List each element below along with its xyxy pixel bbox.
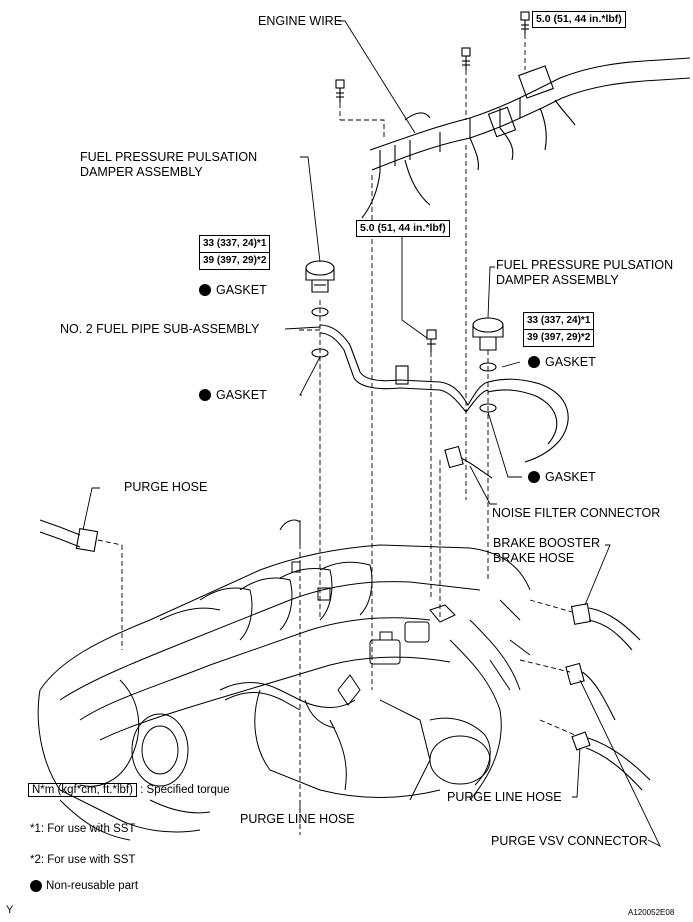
noise-filter-connector-label: NOISE FILTER CONNECTOR [492, 506, 661, 520]
bolt-icon [461, 47, 471, 70]
torque-box-top-right: 5.0 (51, 44 in.*lbf) [532, 11, 626, 28]
purge-line-hose-label-right: PURGE LINE HOSE [447, 790, 562, 804]
brake-booster-hose-part [570, 603, 641, 651]
non-reusable-dot-icon [528, 356, 540, 368]
purge-line-hose-label-bottom: PURGE LINE HOSE [240, 812, 355, 826]
gasket-label: GASKET [216, 283, 267, 297]
fuel-pressure-damper-left [305, 260, 335, 293]
non-reusable-dot-icon [30, 880, 42, 892]
torque-value-sst1: 33 (337, 24)*1 [527, 315, 591, 326]
purge-hose-part [39, 519, 99, 553]
fuel-pressure-damper-right [472, 317, 504, 351]
non-reusable-dot-icon [528, 471, 540, 483]
purge-vsv-connector-part [565, 662, 616, 721]
bolt-icon [426, 329, 437, 352]
torque-box-middle: 5.0 (51, 44 in.*lbf) [356, 220, 450, 237]
fuel-damper-right-label-line2: DAMPER ASSEMBLY [496, 273, 619, 287]
torque-value-sst2: 39 (397, 29)*2 [524, 329, 594, 346]
legend-torque-units: N*m (kgf*cm, ft.*lbf) [28, 783, 137, 797]
legend-note1: *1: For use with SST [30, 823, 136, 835]
gasket-label: GASKET [216, 388, 267, 402]
legend-torque-desc: : Specified torque [140, 784, 230, 796]
fuel-damper-right-label-line1: FUEL PRESSURE PULSATION [496, 258, 674, 272]
figure-id: A120052E08 [628, 908, 675, 917]
engine-wire-label: ENGINE WIRE [258, 14, 343, 28]
torque-box-right-damper: 33 (337, 24)*1 39 (397, 29)*2 [523, 312, 595, 347]
brake-booster-label-line1: BRAKE BOOSTER [493, 536, 600, 550]
non-reusable-dot-icon [199, 389, 211, 401]
torque-value-sst2: 39 (397, 29)*2 [200, 252, 270, 269]
noise-filter-connector-part [444, 445, 493, 479]
fuel-damper-left-label-line1: FUEL PRESSURE PULSATION [80, 150, 258, 164]
purge-hose-label: PURGE HOSE [124, 480, 208, 494]
non-reusable-dot-icon [199, 284, 211, 296]
gasket-label: GASKET [545, 470, 596, 484]
bolt-icon [335, 79, 345, 103]
legend-torque: N*m (kgf*cm, ft.*lbf) : Specified torque [28, 783, 230, 797]
engine-intake-manifold [37, 519, 531, 841]
no2-fuel-pipe-label: NO. 2 FUEL PIPE SUB-ASSEMBLY [60, 322, 260, 336]
gasket-ring [311, 307, 329, 317]
corner-mark-left: Y [6, 904, 14, 916]
brake-booster-label-line2: BRAKE HOSE [493, 551, 575, 565]
gasket-ring [479, 362, 497, 372]
torque-value-sst1: 33 (337, 24)*1 [203, 238, 267, 249]
legend-note2: *2: For use with SST [30, 854, 136, 866]
fuel-damper-left-label-line2: DAMPER ASSEMBLY [80, 165, 203, 179]
legend-non-reusable: Non-reusable part [46, 880, 139, 892]
purge-vsv-connector-label: PURGE VSV CONNECTOR [491, 834, 648, 848]
torque-box-left-damper: 33 (337, 24)*1 39 (397, 29)*2 [199, 235, 271, 270]
gasket-label: GASKET [545, 355, 596, 369]
bolt-icon [520, 11, 530, 34]
purge-line-hose-part [571, 731, 651, 791]
engine-wire-harness [361, 57, 691, 219]
no2-fuel-pipe [319, 324, 569, 463]
